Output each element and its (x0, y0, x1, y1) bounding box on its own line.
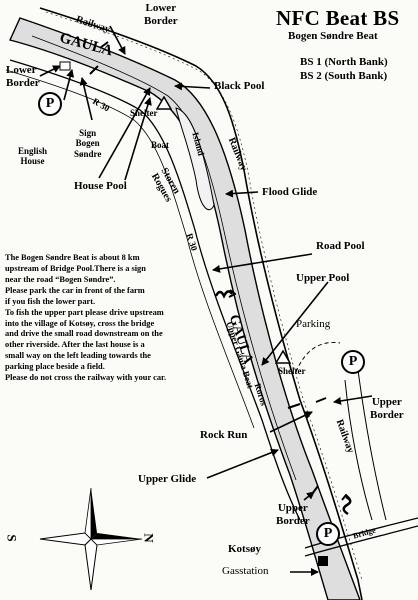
road-pool-label: Road Pool (316, 240, 365, 252)
description-line: The Bogen Søndre Beat is about 8 km (5, 253, 140, 262)
compass-north-label: N (141, 533, 157, 543)
road-r30 (9, 59, 301, 521)
parking-icon: P (38, 92, 62, 116)
upper-border-right-label: Upper Border (370, 396, 404, 421)
black-pool-label: Black Pool (214, 80, 265, 92)
description-line: and drive the small road downstream on t… (5, 329, 163, 339)
shelter-icon (275, 350, 291, 364)
parking-label: Parking (296, 318, 331, 330)
shelter-top-label: Shelter (130, 108, 158, 118)
description-line: near the road “Bogen Søndre”. (5, 274, 116, 284)
bridge-road (304, 517, 418, 549)
rock-run-label: Rock Run (200, 429, 248, 441)
description-line: To fish the upper part please drive upst… (5, 307, 164, 317)
kotsoy-label: Kotsøy (228, 543, 261, 555)
upper-glide-label: Upper Glide (138, 473, 197, 485)
parking-icon: P (341, 350, 365, 374)
description-line: Please park the car in front of the farm (5, 285, 145, 295)
shelter-low-label: Shelter (278, 366, 306, 376)
description-line: Please do not cross the railway with you… (5, 373, 167, 383)
beat-description: The Bogen Søndre Beat is about 8 km upst… (5, 253, 237, 384)
upper-pool-label: Upper Pool (296, 272, 350, 284)
english-house-icon (59, 61, 71, 71)
gasstation-label: Gasstation (222, 565, 269, 577)
description-line: into the village of Kotsøy, cross the br… (5, 318, 155, 328)
map-subtitle: Bogen Søndre Beat (288, 30, 378, 42)
house-pool-label: House Pool (74, 180, 127, 192)
map-title: NFC Beat BS (276, 6, 400, 30)
description-line: parking place beside a field. (5, 362, 105, 372)
upper-border-low-label: Upper Border (276, 502, 310, 527)
railway-line (39, 7, 363, 600)
description-line: upstream of Bridge Pool.There is a sign (5, 263, 146, 273)
parking-icon: P (316, 522, 340, 546)
compass-south-label: S (4, 534, 20, 542)
gasstation-icon (318, 556, 328, 566)
description-line: other riverside. After the last house is… (5, 340, 145, 350)
lower-border-left-label: Lower Border (6, 64, 40, 89)
label-arrows (39, 25, 373, 576)
description-line: if you fish the lower part. (5, 296, 96, 306)
description-line: small way on the left leading towards th… (5, 351, 151, 361)
shelter-icon (156, 96, 172, 110)
flood-glide-label: Flood Glide (262, 186, 318, 198)
fish-icon (341, 494, 352, 516)
english-house-label: English House (18, 146, 48, 167)
sign-label: Sign Bogen Søndre (74, 128, 102, 159)
island (175, 107, 215, 211)
fish-icon (214, 289, 236, 299)
bank-label-north: BS 1 (North Bank) (300, 56, 388, 68)
boat-label: Boat (151, 140, 169, 150)
compass-icon (39, 487, 143, 591)
bank-label-south: BS 2 (South Bank) (300, 70, 388, 82)
lower-border-top-label: Lower Border (144, 2, 178, 27)
